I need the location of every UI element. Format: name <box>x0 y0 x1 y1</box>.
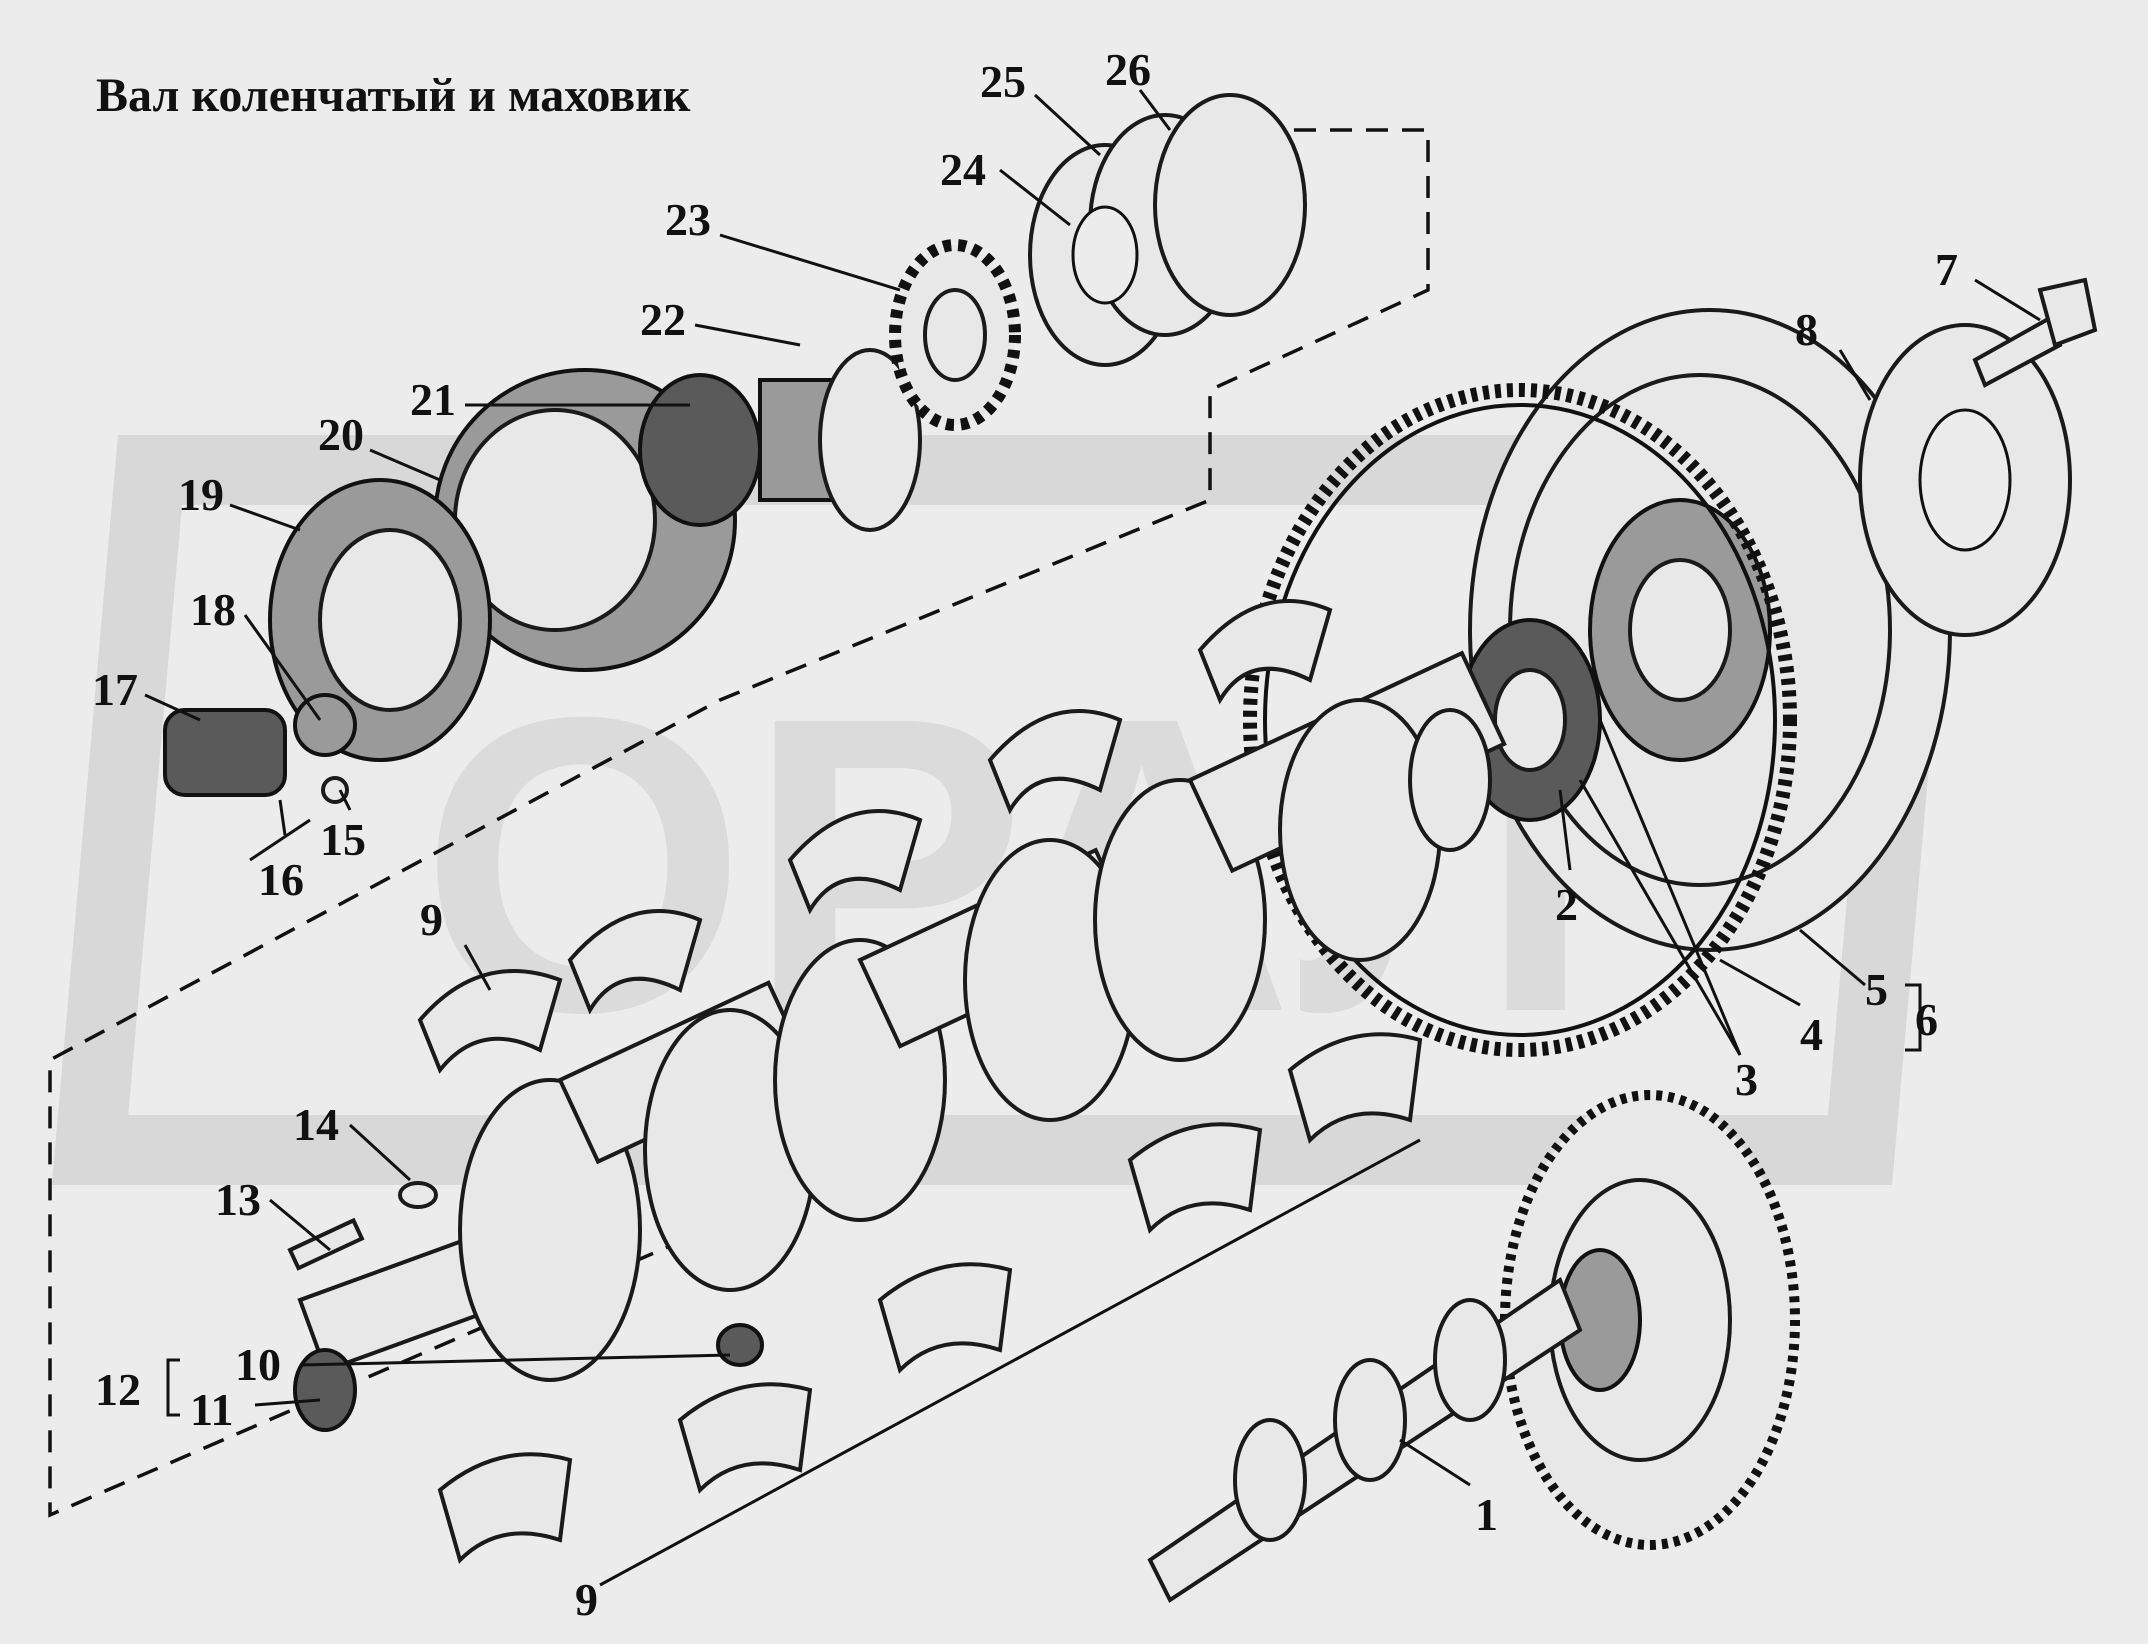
callout-4: 4 <box>1800 1009 1823 1060</box>
callout-14: 14 <box>293 1099 339 1150</box>
callout-19: 19 <box>178 469 224 520</box>
callout-17: 17 <box>92 664 138 715</box>
callout-9-upper: 9 <box>420 894 443 945</box>
front-pulley <box>433 348 922 672</box>
damper-disc <box>268 478 492 762</box>
crankshaft <box>293 650 1507 1432</box>
woodruff-key <box>398 1181 438 1209</box>
page-title: Вал коленчатый и маховик <box>96 69 691 122</box>
callout-25: 25 <box>980 56 1026 107</box>
leader-lines <box>144 89 2041 1587</box>
callout-10: 10 <box>235 1339 281 1390</box>
callout-5: 5 <box>1865 964 1888 1015</box>
bearing-shells-lower <box>437 1032 1423 1564</box>
pilot-bearing <box>1458 618 1602 822</box>
callout-11: 11 <box>190 1384 233 1435</box>
callout-15: 15 <box>320 814 366 865</box>
callout-23: 23 <box>665 194 711 245</box>
key <box>287 1217 365 1271</box>
callout-20: 20 <box>318 409 364 460</box>
callout-2: 2 <box>1555 879 1578 930</box>
callout-3: 3 <box>1735 1054 1758 1105</box>
callout-7: 7 <box>1935 244 1958 295</box>
callout-8: 8 <box>1795 304 1818 355</box>
plug <box>716 1323 764 1367</box>
flywheel-plate <box>1858 323 2072 637</box>
callout-26: 26 <box>1105 44 1151 95</box>
callout-labels: 1 2 3 4 5 6 7 8 9 9 10 11 12 13 14 15 16… <box>92 44 1958 1625</box>
callout-13: 13 <box>215 1174 261 1225</box>
callout-1: 1 <box>1475 1489 1498 1540</box>
ring-gear <box>1243 383 1797 1057</box>
callout-9-lower: 9 <box>575 1574 598 1625</box>
callout-18: 18 <box>190 584 236 635</box>
timing-gear <box>889 239 1021 431</box>
assembly-boundary-line <box>48 128 1430 1518</box>
flywheel-bolt <box>1972 277 2098 388</box>
callout-21: 21 <box>410 374 456 425</box>
front-nut-and-sprocket <box>163 693 357 862</box>
callout-16: 16 <box>258 854 304 905</box>
callout-24: 24 <box>940 144 986 195</box>
assembled-crankshaft <box>1147 1090 1800 1603</box>
callout-22: 22 <box>640 294 686 345</box>
callout-6: 6 <box>1915 994 1938 1045</box>
callout-12: 12 <box>95 1364 141 1415</box>
thrust-washers <box>1028 93 1307 367</box>
bearing-shells-upper <box>417 599 1333 1074</box>
